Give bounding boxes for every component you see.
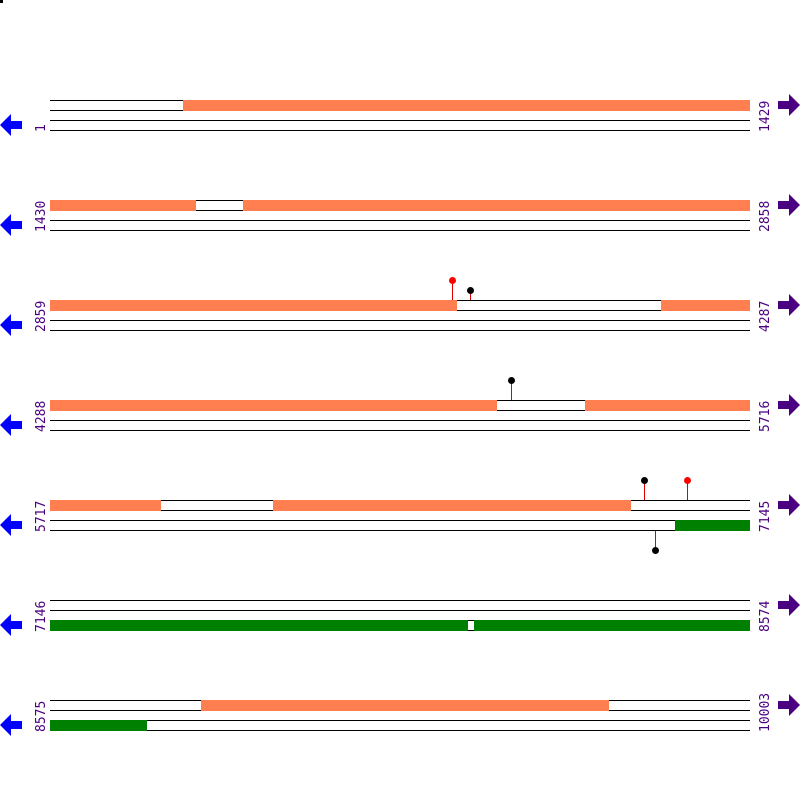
start-position-label: 5717: [34, 500, 49, 532]
arrow-right-icon[interactable]: [778, 294, 800, 316]
arrow-right-icon[interactable]: [778, 694, 800, 716]
repeat-region: [183, 100, 750, 111]
arrow-left-icon[interactable]: [0, 514, 24, 536]
start-position-label: 7146: [34, 600, 49, 632]
end-position-label: 2858: [758, 200, 773, 232]
repeat-region: [273, 500, 631, 511]
lower-track: [50, 520, 750, 531]
sequence-row-3: 2859 4287: [0, 277, 800, 350]
start-position-label: 2859: [34, 300, 49, 332]
lower-track: [50, 220, 750, 231]
lower-track: [50, 120, 750, 131]
repeat-region: [585, 400, 750, 411]
arrow-right-icon[interactable]: [778, 494, 800, 516]
variant-stem: [655, 531, 656, 550]
sequence-row-4: 4288 5716: [0, 377, 800, 450]
repeat-region: [201, 700, 609, 711]
sequence-row-1: 1 1429: [0, 90, 800, 150]
arrow-left-icon[interactable]: [0, 314, 24, 336]
upper-track: [50, 100, 750, 111]
variant-marker-red[interactable]: [449, 277, 456, 284]
sequence-row-6: 7146 8574: [0, 590, 800, 650]
repeat-region: [50, 500, 161, 511]
end-position-label: 1429: [758, 100, 773, 132]
upper-track: [50, 400, 750, 411]
variant-stem: [687, 480, 688, 500]
arrow-left-icon[interactable]: [0, 414, 24, 436]
gene-region: [50, 620, 468, 631]
upper-track: [50, 300, 750, 311]
lower-track: [50, 620, 750, 631]
variant-stem: [511, 380, 512, 400]
end-position-label: 4287: [758, 300, 773, 332]
variant-marker-black[interactable]: [652, 547, 659, 554]
variant-marker-black[interactable]: [508, 377, 515, 384]
end-position-label: 7145: [758, 500, 773, 532]
arrow-right-icon[interactable]: [778, 194, 800, 216]
variant-stem: [644, 480, 645, 500]
variant-marker-red[interactable]: [684, 477, 691, 484]
start-position-label: 4288: [34, 400, 49, 432]
variant-stem: [452, 280, 453, 300]
arrow-left-icon[interactable]: [0, 614, 24, 636]
upper-track: [50, 200, 750, 211]
arrow-left-icon[interactable]: [0, 214, 24, 236]
arrow-left-icon[interactable]: [0, 714, 24, 736]
sequence-row-7: 8575 10003: [0, 690, 800, 750]
gene-region: [50, 720, 147, 731]
arrow-right-icon[interactable]: [778, 94, 800, 116]
arrow-right-icon[interactable]: [778, 394, 800, 416]
lower-track: [50, 420, 750, 431]
variant-marker-black[interactable]: [467, 287, 474, 294]
lower-track: [50, 320, 750, 331]
upper-track: [50, 700, 750, 711]
end-position-label: 5716: [758, 400, 773, 432]
gene-region: [675, 520, 750, 531]
end-position-label: 8574: [758, 600, 773, 632]
repeat-region: [661, 300, 750, 311]
arrow-right-icon[interactable]: [778, 594, 800, 616]
gene-region: [474, 620, 750, 631]
upper-track: [50, 500, 750, 511]
sequence-row-2: 1430 2858: [0, 190, 800, 250]
start-position-label: 1430: [34, 200, 49, 232]
repeat-region: [243, 200, 750, 211]
variant-stem: [470, 290, 471, 300]
start-position-label: 1: [34, 124, 49, 132]
sequence-row-5: 5717 7145: [0, 477, 800, 554]
corner-marker: [0, 0, 3, 3]
repeat-region: [50, 200, 196, 211]
arrow-left-icon[interactable]: [0, 114, 24, 136]
end-position-label: 10003: [758, 692, 773, 732]
lower-track: [50, 720, 750, 731]
start-position-label: 8575: [34, 700, 49, 732]
repeat-region: [50, 400, 497, 411]
variant-marker-black[interactable]: [641, 477, 648, 484]
upper-track: [50, 600, 750, 611]
repeat-region: [50, 300, 457, 311]
